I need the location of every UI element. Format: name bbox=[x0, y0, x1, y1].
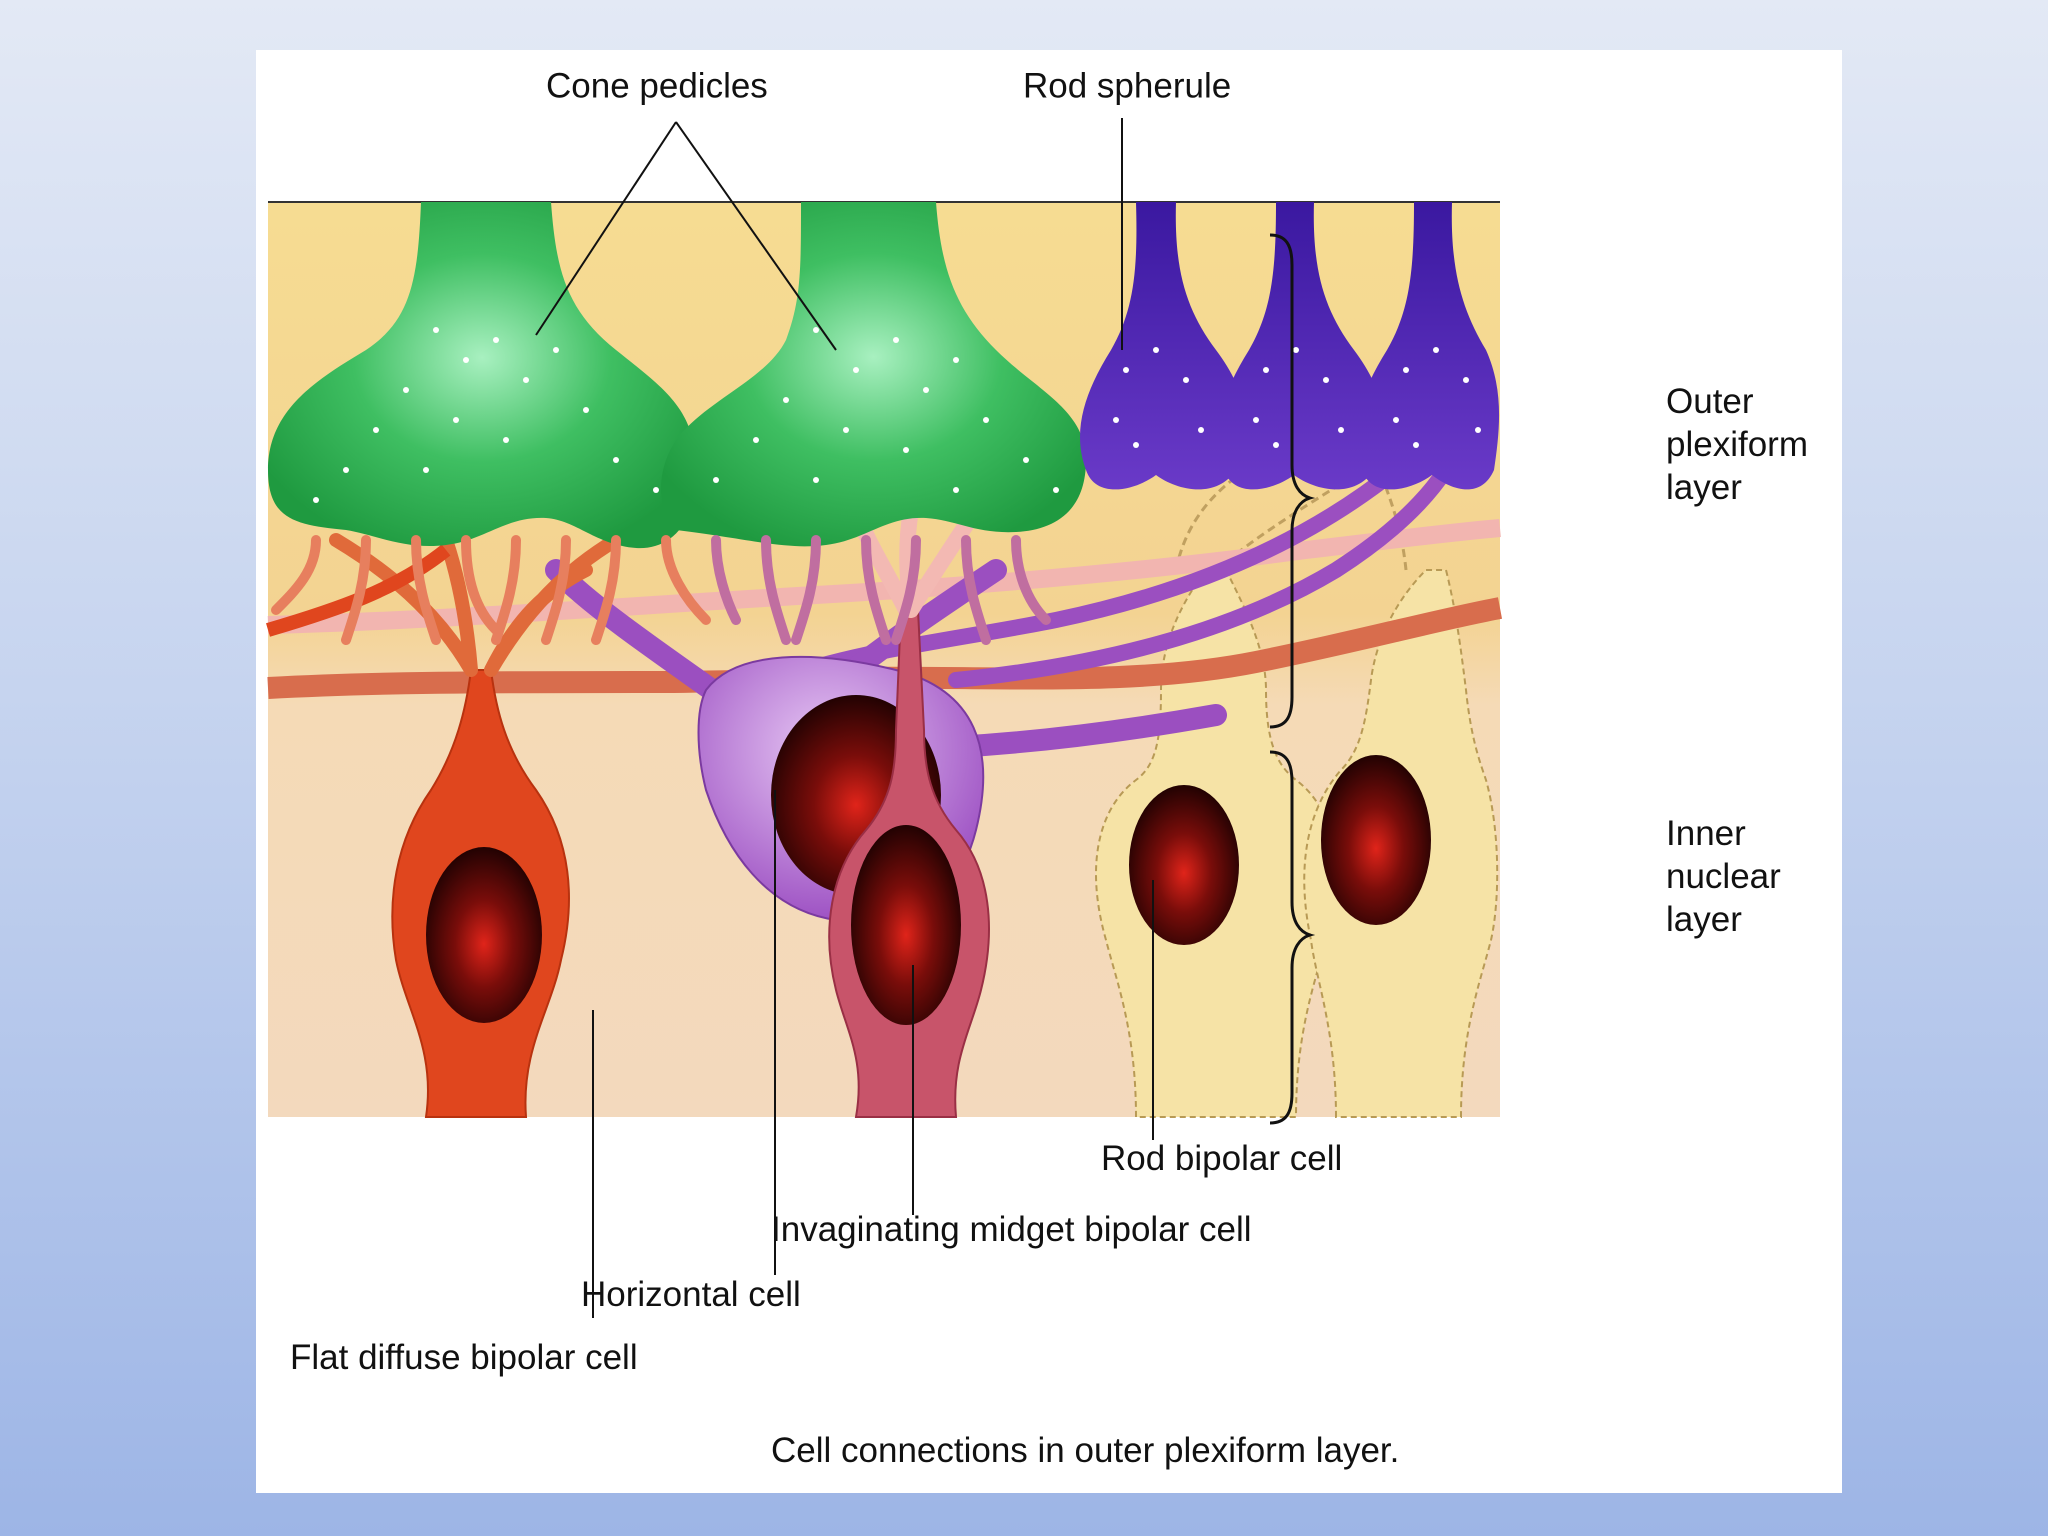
rod-spherules bbox=[1080, 202, 1500, 490]
rod-bipolar-nucleus-1 bbox=[1129, 785, 1239, 945]
flat-diffuse-bipolar-cell bbox=[266, 533, 623, 1118]
label-cone-pedicles: Cone pedicles bbox=[546, 66, 768, 105]
label-rod-bipolar: Rod bipolar cell bbox=[1101, 1139, 1342, 1178]
leader-cone-pedicle-1 bbox=[535, 121, 677, 336]
label-rod-spherule: Rod spherule bbox=[1023, 66, 1231, 105]
outer-plexiform-bracket bbox=[1269, 233, 1316, 729]
cone-pedicle-1 bbox=[268, 202, 696, 549]
label-inner-nuclear-1: Inner bbox=[1666, 814, 1746, 853]
cone-synaptic-terminals bbox=[271, 535, 1051, 645]
invaginating-midget-bipolar-cell bbox=[828, 502, 990, 1118]
diagram-labels: Cone pedicles Rod spherule Outer plexifo… bbox=[290, 66, 1808, 1470]
flat-diffuse-nucleus bbox=[426, 847, 542, 1023]
leader-lines bbox=[535, 118, 1154, 1318]
label-outer-plexiform-2: plexiform bbox=[1666, 425, 1808, 464]
rod-spherule-2 bbox=[1218, 202, 1385, 490]
retina-diagram bbox=[266, 118, 1503, 1318]
inner-nuclear-bracket bbox=[1269, 750, 1316, 1125]
rod-spherule-1 bbox=[1080, 202, 1247, 490]
label-flat-diffuse: Flat diffuse bipolar cell bbox=[290, 1338, 638, 1377]
cone-pedicles bbox=[268, 202, 1086, 549]
label-outer-plexiform-1: Outer bbox=[1666, 382, 1754, 421]
rod-spherule-3 bbox=[1356, 202, 1500, 490]
midget-bipolar-nucleus bbox=[851, 825, 961, 1025]
label-outer-plexiform-3: layer bbox=[1666, 468, 1742, 507]
diagram-panel: Cone pedicles Rod spherule Outer plexifo… bbox=[256, 50, 1842, 1493]
cone-pedicle-2 bbox=[661, 202, 1086, 547]
rod-bipolar-nucleus-2 bbox=[1321, 755, 1431, 925]
label-inner-nuclear-3: layer bbox=[1666, 900, 1742, 939]
label-invaginating-midget: Invaginating midget bipolar cell bbox=[771, 1210, 1252, 1249]
leader-cone-pedicle-2 bbox=[675, 121, 837, 351]
label-inner-nuclear-2: nuclear bbox=[1666, 857, 1781, 896]
label-horizontal: Horizontal cell bbox=[581, 1275, 801, 1314]
figure-caption: Cell connections in outer plexiform laye… bbox=[771, 1431, 1399, 1470]
